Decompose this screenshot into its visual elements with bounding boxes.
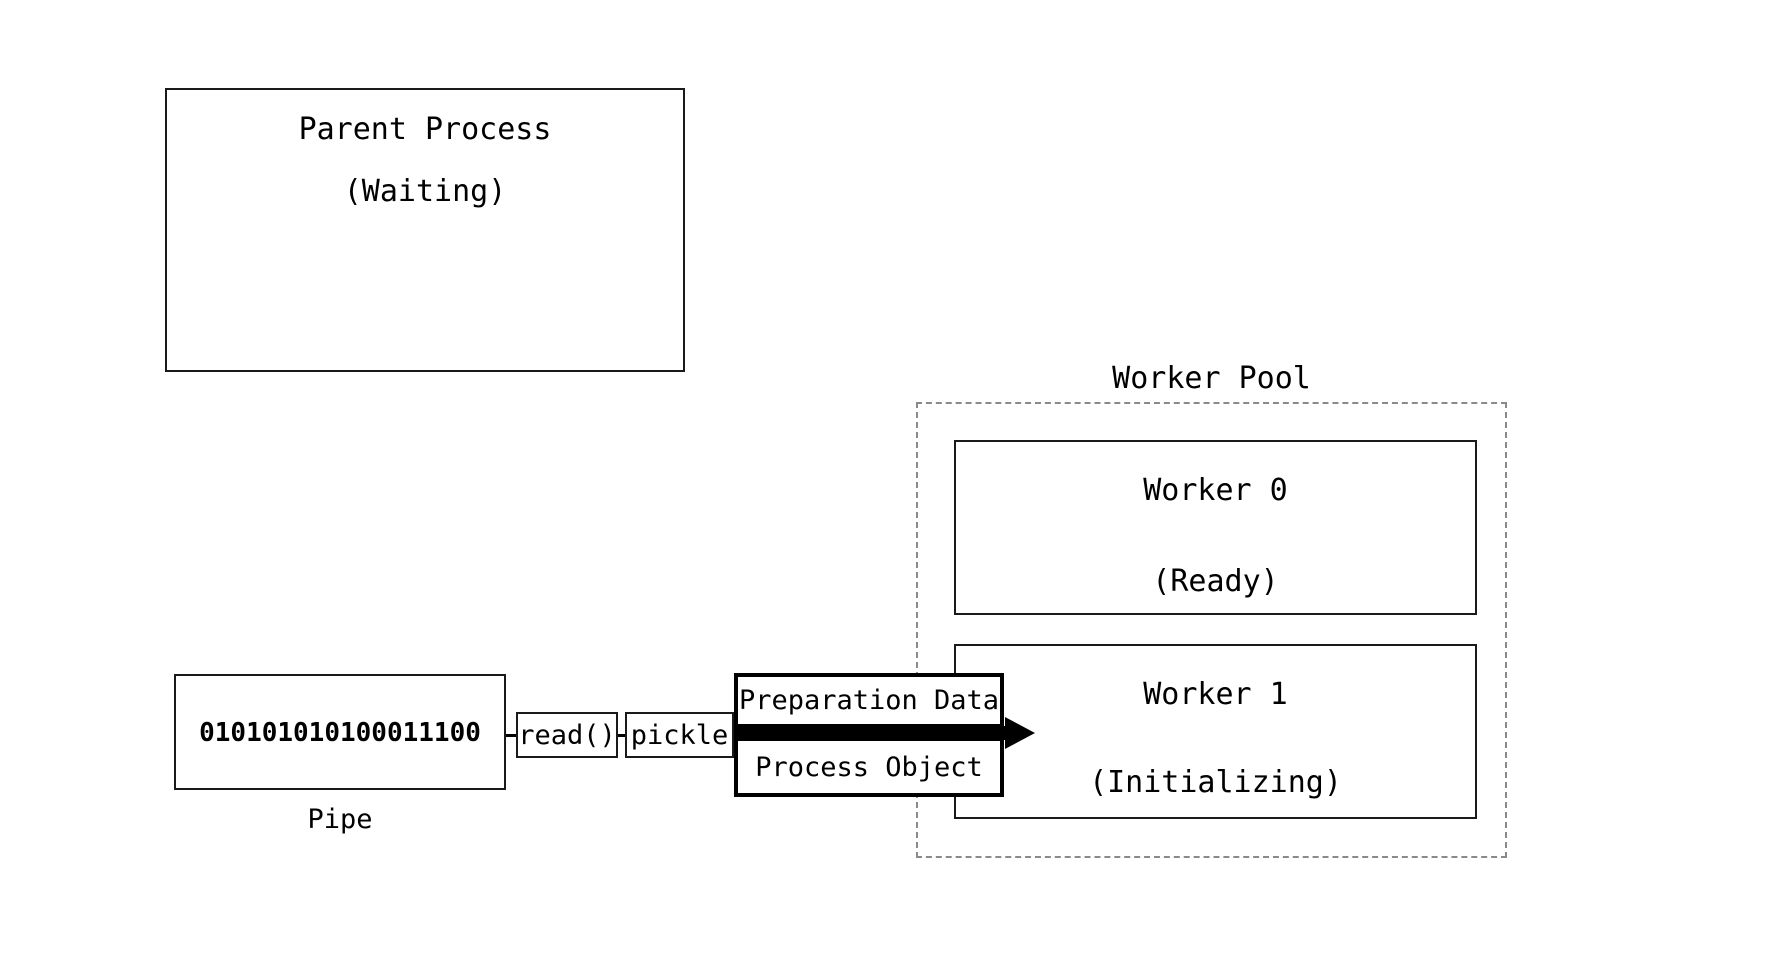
parent-process-state: (Waiting) [343, 174, 507, 209]
data-flow-arrowhead-icon [1005, 717, 1035, 749]
worker-pool-container [916, 402, 1507, 858]
read-call-box [516, 712, 618, 758]
worker-1-box [954, 644, 1477, 819]
preparation-data-box [734, 673, 1004, 728]
parent-process-box [165, 88, 685, 372]
worker-0-state: (Ready) [1152, 564, 1279, 599]
worker-pool-title: Worker Pool [1112, 361, 1311, 396]
pickle-box [625, 712, 734, 758]
worker-0-name: Worker 0 [1143, 473, 1288, 508]
pickle-label: pickle [630, 720, 729, 751]
preparation-data-label: Preparation Data [738, 685, 1000, 716]
data-flow-arrow-line [734, 726, 1019, 740]
worker-1-name: Worker 1 [1143, 677, 1288, 712]
connector-pipe-to-read [506, 734, 517, 737]
worker-1-state: (Initializing) [1089, 765, 1342, 800]
process-object-box [734, 737, 1004, 797]
pipe-buffer-bits: 010101010100011100 [199, 718, 481, 748]
pipe-caption: Pipe [307, 804, 373, 835]
pipe-box [174, 674, 506, 790]
worker-0-box [954, 440, 1477, 615]
connector-read-to-pickle [618, 734, 626, 737]
process-object-label: Process Object [755, 752, 983, 783]
parent-process-title: Parent Process [298, 112, 552, 147]
read-call-label: read() [518, 720, 616, 751]
